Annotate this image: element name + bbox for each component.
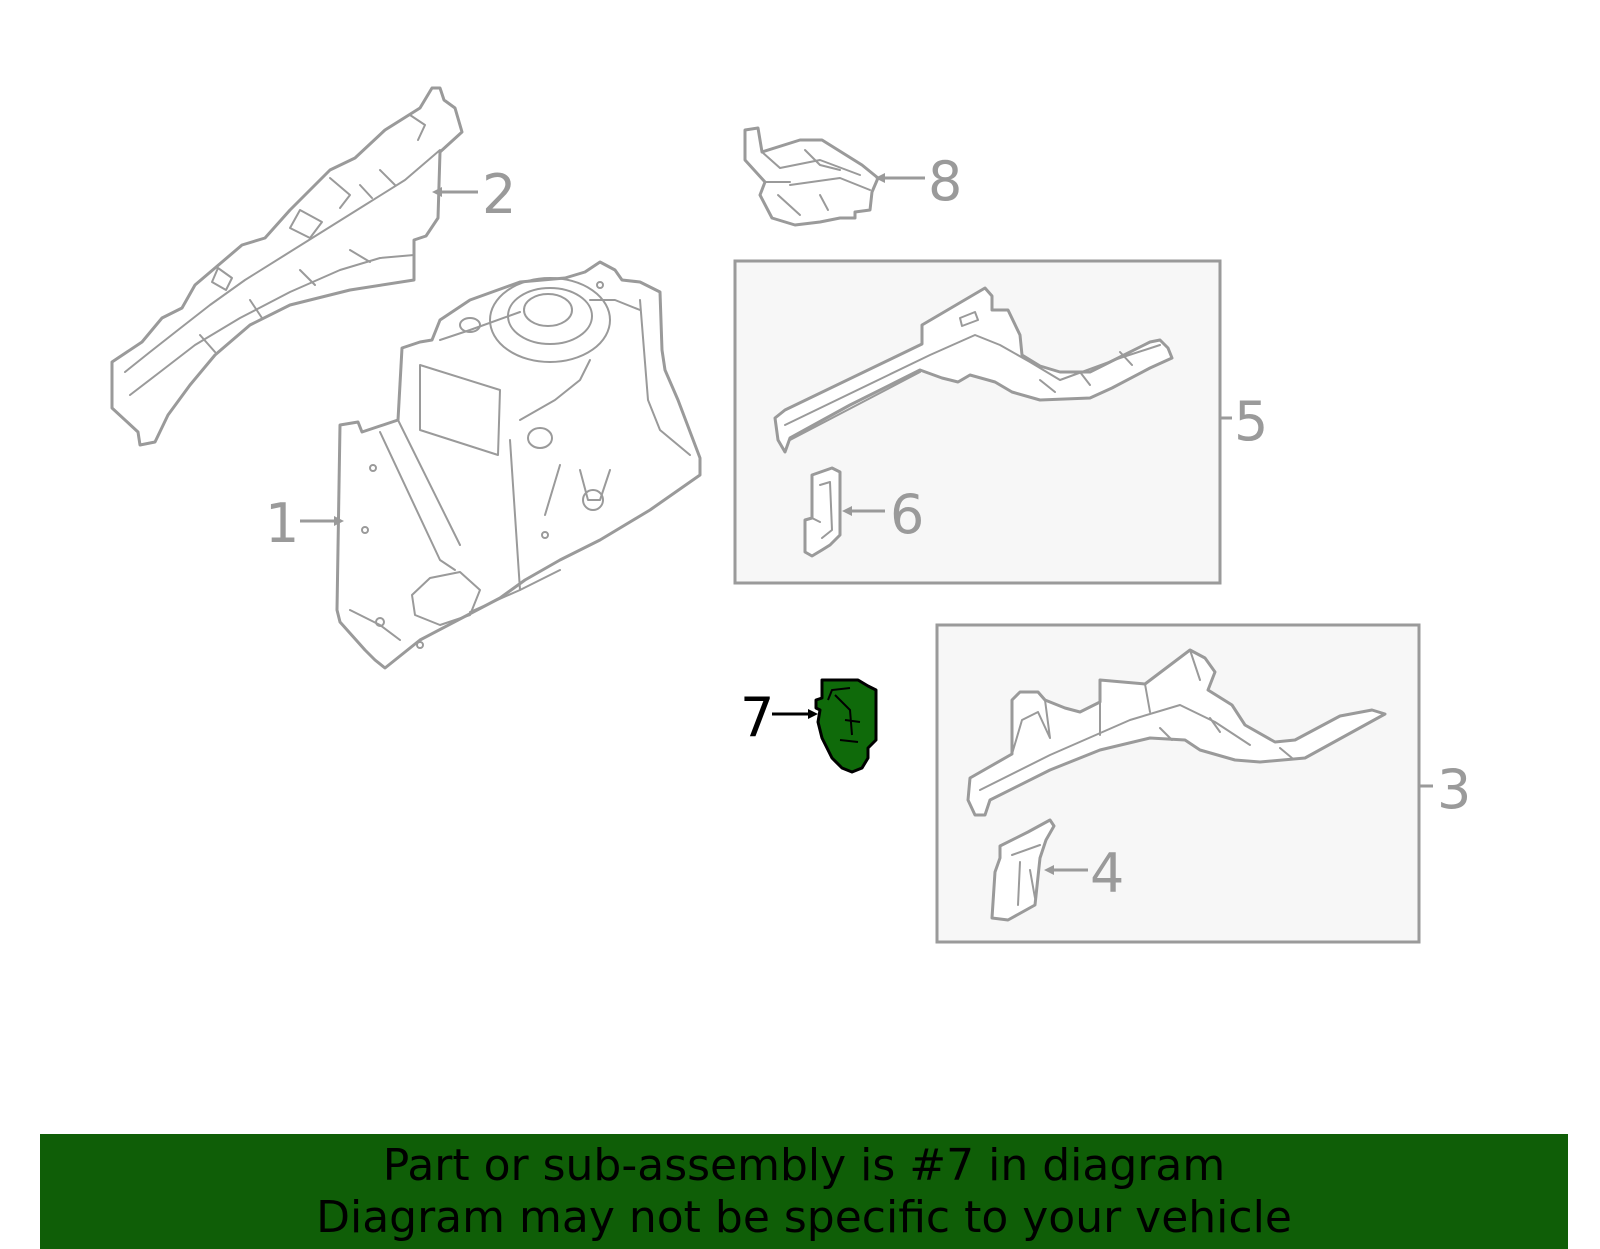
callout-number-1: 1 [265,492,299,555]
callout-number-7: 7 [740,686,774,749]
part-7-shape[interactable] [814,678,878,774]
callout-arrow-6 [842,506,852,516]
part-8-bracket[interactable] [743,126,880,227]
callout-number-8: 8 [928,150,962,213]
callout-arrow-7 [808,709,818,719]
part-2-upper-rail[interactable] [110,86,464,447]
callout-number-6: 6 [890,483,924,546]
part-7-highlighted[interactable] [814,678,878,774]
banner-line-2: Diagram may not be specific to your vehi… [316,1191,1292,1243]
callout-arrow-1 [334,516,344,526]
part-3-rail-assembly[interactable] [966,648,1387,817]
callout-number-5: 5 [1234,390,1268,453]
banner-line-1: Part or sub-assembly is #7 in diagram [382,1139,1226,1191]
part-1-strut-tower[interactable] [335,260,702,670]
info-banner: Part or sub-assembly is #7 in diagram Di… [40,1134,1568,1249]
part-5-lower-rail[interactable] [773,286,1174,454]
callout-number-2: 2 [482,163,516,226]
callout-arrow-2 [432,187,442,197]
callout-number-4: 4 [1090,842,1124,905]
callout-arrow-8 [875,173,885,183]
part-6-reinforcement[interactable] [803,466,842,558]
callout-arrow-4 [1044,865,1054,875]
callout-number-3: 3 [1437,758,1471,821]
part-4-reinforcement[interactable] [990,818,1056,922]
